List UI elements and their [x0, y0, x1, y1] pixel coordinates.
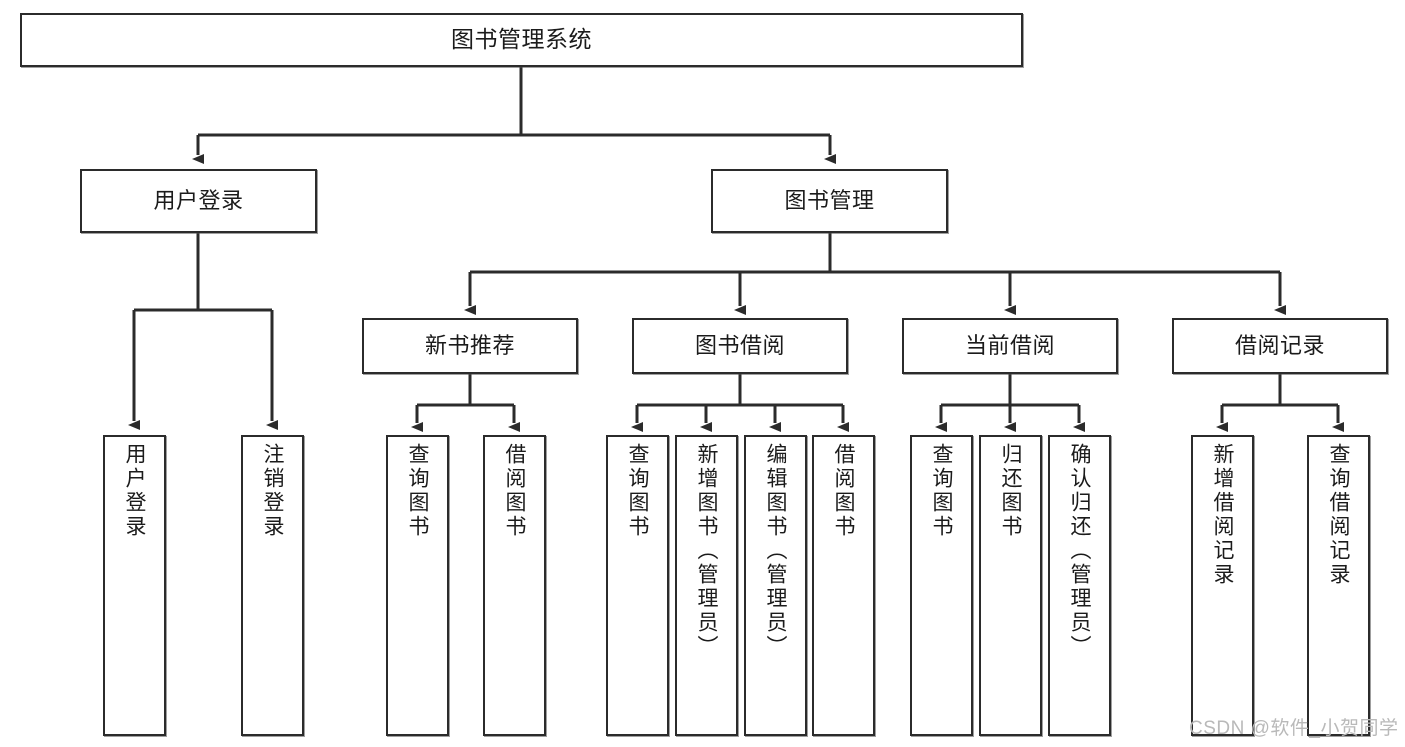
node-book-management[interactable]: 图书管理 [711, 169, 948, 233]
node-leaf-borrow-book-new-label: 借阅图书 [503, 443, 526, 539]
node-leaf-add-borrow-record[interactable]: 新增借阅记录 [1191, 435, 1254, 736]
node-leaf-user-login-label: 用户登录 [123, 443, 146, 539]
node-new-book-recommend[interactable]: 新书推荐 [362, 318, 578, 374]
node-leaf-borrow-book[interactable]: 借阅图书 [812, 435, 875, 736]
node-book-borrow[interactable]: 图书借阅 [632, 318, 848, 374]
node-leaf-confirm-return-admin[interactable]: 确认归还（管理员） [1048, 435, 1111, 736]
node-leaf-edit-book-admin[interactable]: 编辑图书（管理员） [744, 435, 807, 736]
node-user-login[interactable]: 用户登录 [80, 169, 317, 233]
node-leaf-add-borrow-record-label: 新增借阅记录 [1211, 443, 1234, 587]
node-leaf-query-book-borrow[interactable]: 查询图书 [606, 435, 669, 736]
node-root[interactable]: 图书管理系统 [20, 13, 1023, 67]
node-leaf-logout[interactable]: 注销登录 [241, 435, 304, 736]
node-leaf-logout-label: 注销登录 [261, 443, 284, 539]
node-leaf-query-borrow-record-label: 查询借阅记录 [1327, 443, 1350, 587]
node-leaf-return-book-label: 归还图书 [999, 443, 1022, 539]
node-leaf-add-book-admin-label: 新增图书（管理员） [695, 443, 718, 659]
node-leaf-confirm-return-admin-label: 确认归还（管理员） [1068, 443, 1091, 659]
node-book-management-label: 图书管理 [784, 188, 875, 214]
node-root-label: 图书管理系统 [451, 26, 592, 53]
node-current-borrow-label: 当前借阅 [964, 333, 1055, 359]
node-leaf-edit-book-admin-label: 编辑图书（管理员） [764, 443, 787, 659]
node-leaf-borrow-book-new[interactable]: 借阅图书 [483, 435, 546, 736]
node-leaf-return-book[interactable]: 归还图书 [979, 435, 1042, 736]
node-leaf-borrow-book-label: 借阅图书 [832, 443, 855, 539]
node-leaf-query-borrow-record[interactable]: 查询借阅记录 [1307, 435, 1370, 736]
node-borrow-records[interactable]: 借阅记录 [1172, 318, 1388, 374]
node-user-login-label: 用户登录 [153, 188, 244, 214]
node-leaf-add-book-admin[interactable]: 新增图书（管理员） [675, 435, 738, 736]
node-leaf-query-book-current[interactable]: 查询图书 [910, 435, 973, 736]
node-borrow-records-label: 借阅记录 [1234, 333, 1325, 359]
node-leaf-query-book-new-label: 查询图书 [406, 443, 429, 539]
node-leaf-query-book-borrow-label: 查询图书 [626, 443, 649, 539]
node-leaf-query-book-current-label: 查询图书 [930, 443, 953, 539]
watermark: CSDN @软件_小贺同学 [1189, 718, 1399, 739]
node-book-borrow-label: 图书借阅 [694, 333, 785, 359]
node-leaf-query-book-new[interactable]: 查询图书 [386, 435, 449, 736]
node-leaf-user-login[interactable]: 用户登录 [103, 435, 166, 736]
node-current-borrow[interactable]: 当前借阅 [902, 318, 1118, 374]
node-new-book-recommend-label: 新书推荐 [424, 333, 515, 359]
